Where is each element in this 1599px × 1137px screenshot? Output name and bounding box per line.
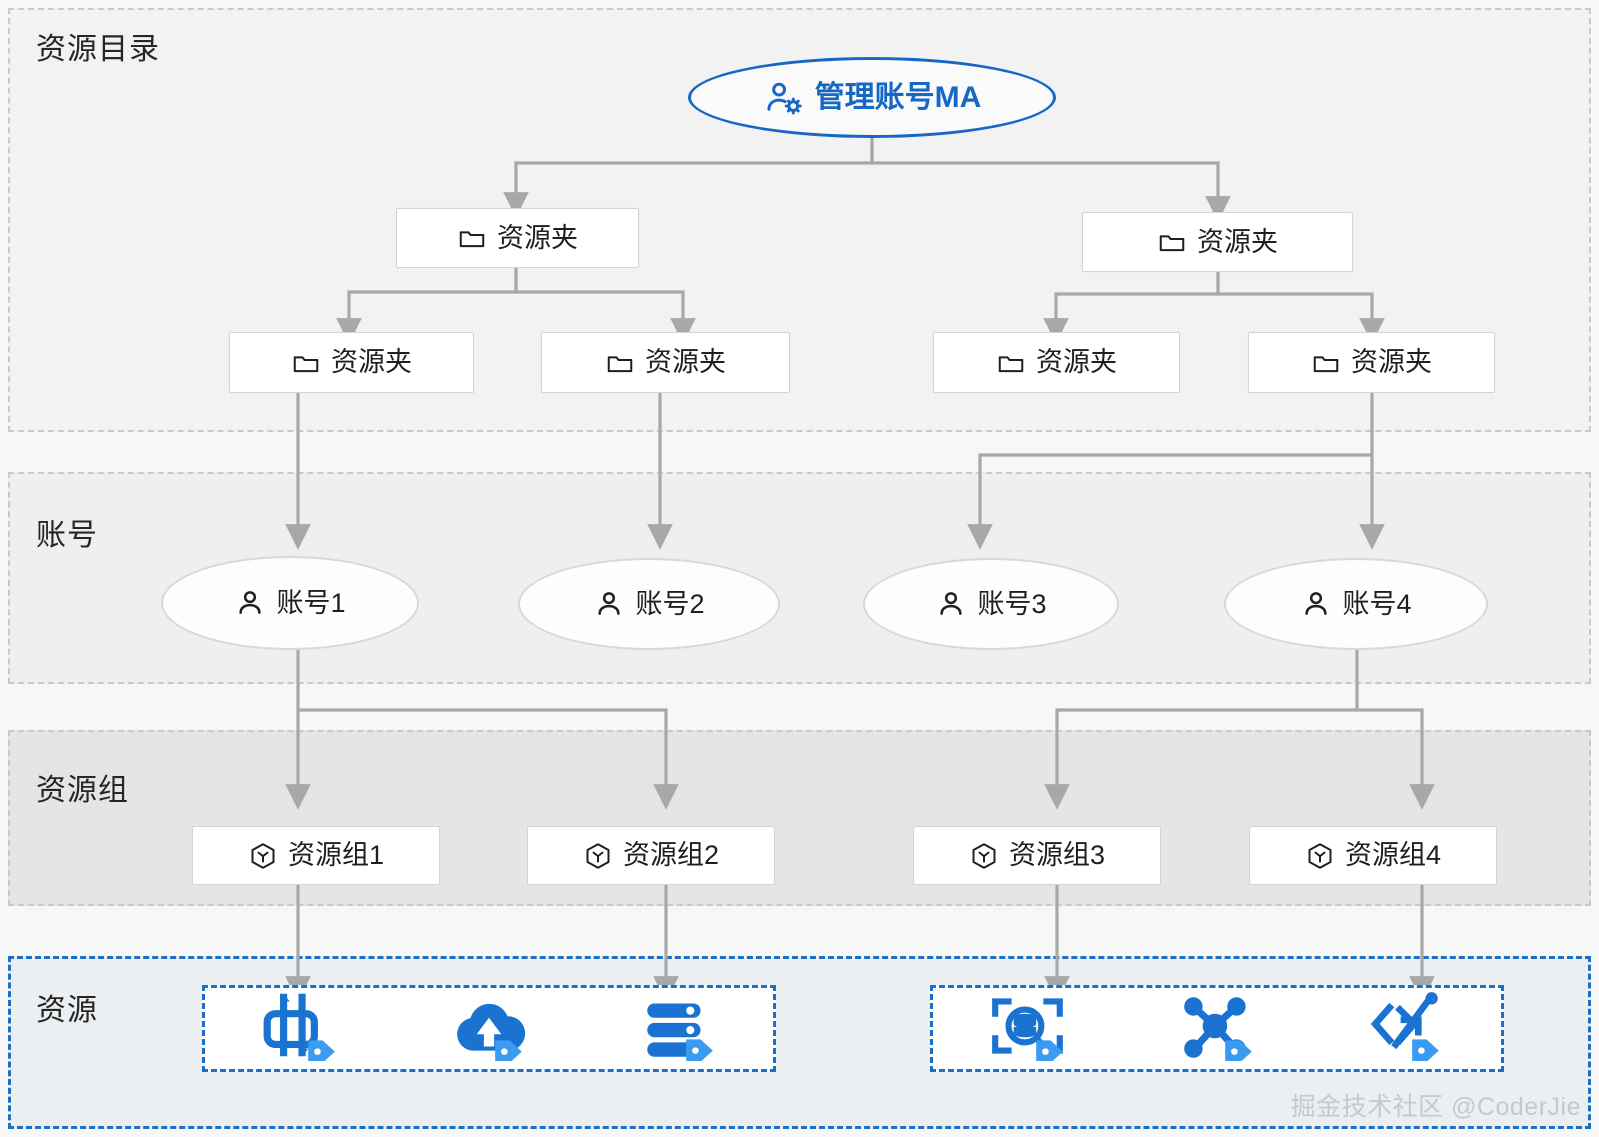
node-folder-1[interactable]: 资源夹 bbox=[396, 208, 639, 268]
node-label: 资源夹 bbox=[1351, 347, 1432, 377]
user-icon bbox=[935, 588, 967, 620]
folder-icon bbox=[457, 223, 487, 253]
server-stack-tag-icon[interactable] bbox=[637, 991, 719, 1066]
user-icon bbox=[593, 588, 625, 620]
node-label: 资源组1 bbox=[287, 840, 385, 870]
band-label-resource-group: 资源组 bbox=[36, 774, 129, 807]
node-folder-4[interactable]: 资源夹 bbox=[1082, 212, 1353, 272]
node-label: 资源夹 bbox=[1197, 226, 1278, 257]
node-label: 账号1 bbox=[276, 587, 346, 618]
node-cluster-tag-icon[interactable] bbox=[1176, 991, 1258, 1066]
cube-icon bbox=[1305, 841, 1335, 871]
user-gear-icon bbox=[763, 77, 805, 119]
cube-icon bbox=[248, 841, 278, 871]
node-label: 资源夹 bbox=[497, 222, 578, 253]
node-resource-group-3[interactable]: 资源组3 bbox=[913, 826, 1161, 885]
node-label: 资源组4 bbox=[1344, 840, 1442, 870]
watermark: 掘金技术社区 @CoderJie bbox=[1290, 1093, 1581, 1121]
node-label: 资源夹 bbox=[645, 347, 726, 377]
band-label-resource: 资源 bbox=[36, 994, 98, 1027]
folder-icon bbox=[291, 348, 321, 378]
user-icon bbox=[234, 587, 266, 619]
node-folder-5[interactable]: 资源夹 bbox=[933, 332, 1180, 393]
node-label: 账号3 bbox=[977, 588, 1047, 619]
folder-icon bbox=[605, 348, 635, 378]
node-folder-3[interactable]: 资源夹 bbox=[541, 332, 790, 393]
node-resource-group-4[interactable]: 资源组4 bbox=[1249, 826, 1497, 885]
node-resource-group-1[interactable]: 资源组1 bbox=[192, 826, 440, 885]
folder-icon bbox=[1157, 227, 1187, 257]
node-account-1[interactable]: 账号1 bbox=[161, 556, 419, 650]
database-scan-tag-icon[interactable] bbox=[987, 991, 1069, 1066]
cube-icon bbox=[583, 841, 613, 871]
resource-box-1[interactable] bbox=[202, 985, 776, 1072]
node-label: 管理账号MA bbox=[814, 80, 982, 114]
node-account-4[interactable]: 账号4 bbox=[1224, 558, 1488, 650]
node-label: 账号2 bbox=[635, 588, 705, 619]
node-label: 资源组3 bbox=[1008, 840, 1106, 870]
cube-icon bbox=[969, 841, 999, 871]
folder-icon bbox=[996, 348, 1026, 378]
network-interface-tag-icon[interactable] bbox=[259, 991, 341, 1066]
node-label: 资源夹 bbox=[331, 347, 412, 377]
node-folder-6[interactable]: 资源夹 bbox=[1248, 332, 1495, 393]
node-label: 资源组2 bbox=[622, 840, 720, 870]
node-label: 账号4 bbox=[1342, 588, 1412, 619]
band-label-resource-directory: 资源目录 bbox=[36, 33, 160, 66]
folder-icon bbox=[1311, 348, 1341, 378]
band-label-account: 账号 bbox=[36, 519, 98, 552]
node-account-3[interactable]: 账号3 bbox=[863, 558, 1119, 650]
node-account-2[interactable]: 账号2 bbox=[518, 558, 780, 650]
node-resource-group-2[interactable]: 资源组2 bbox=[527, 826, 775, 885]
resource-box-2[interactable] bbox=[930, 985, 1504, 1072]
node-management-account[interactable]: 管理账号MA bbox=[688, 57, 1056, 138]
node-label: 资源夹 bbox=[1036, 347, 1117, 377]
cloud-upload-tag-icon[interactable] bbox=[448, 991, 530, 1066]
node-folder-2[interactable]: 资源夹 bbox=[229, 332, 474, 393]
code-brackets-tag-icon[interactable] bbox=[1365, 991, 1447, 1066]
user-icon bbox=[1300, 588, 1332, 620]
